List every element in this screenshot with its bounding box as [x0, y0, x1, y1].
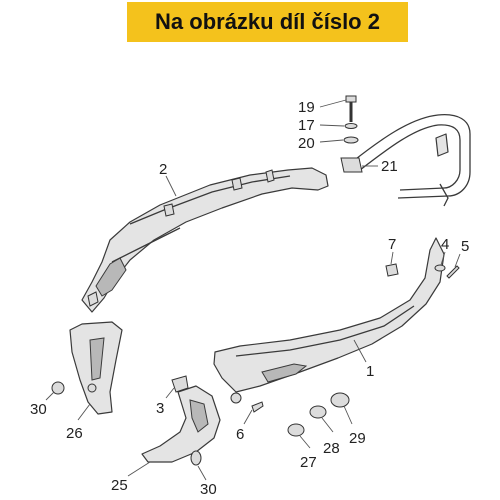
callout-5: 5: [461, 238, 469, 255]
screw-5: [446, 265, 460, 279]
callout-25: 25: [111, 477, 128, 494]
callout-4: 4: [441, 236, 449, 253]
clip-3: [171, 375, 189, 393]
part-26-bracket: [69, 321, 123, 415]
callout-3: 3: [156, 400, 164, 417]
rail-hardware: [340, 95, 363, 173]
callout-28: 28: [323, 440, 340, 457]
clip-nut: [340, 157, 363, 173]
bolt-head: [345, 95, 357, 103]
callout-2: 2: [159, 161, 167, 178]
callout-19: 19: [298, 99, 315, 116]
callout-21: 21: [381, 158, 398, 175]
callout-17: 17: [298, 117, 315, 134]
grab-rail: [351, 114, 471, 207]
callout-20: 20: [298, 135, 315, 152]
callout-26: 26: [66, 425, 83, 442]
callout-1: 1: [366, 363, 374, 380]
callout-29: 29: [349, 430, 366, 447]
screw-6: [251, 401, 264, 413]
title-text: Na obrázku díl číslo 2: [155, 9, 380, 34]
spacer: [343, 136, 359, 144]
rubber-29: [330, 392, 350, 408]
right-hardware: [385, 263, 460, 279]
part-1-side-panel: [213, 237, 445, 404]
nut-7: [385, 263, 399, 277]
part-2-side-panel: [81, 167, 329, 313]
rubber-28: [309, 405, 327, 419]
grommet-30b: [190, 450, 202, 466]
part-25-cover: [141, 385, 221, 463]
washer: [344, 123, 358, 129]
leader-lines: [45, 99, 461, 481]
callout-labels: 19 17 20 21 2 7 4 5 1 30 26 3 6 27 28 29…: [30, 99, 469, 498]
callout-7: 7: [388, 236, 396, 253]
callout-6: 6: [236, 426, 244, 443]
callout-30-bottom: 30: [200, 481, 217, 498]
rubber-27: [287, 423, 305, 437]
grommet-30: [51, 381, 65, 395]
title-banner: Na obrázku díl číslo 2: [127, 2, 408, 42]
washer-4: [434, 264, 446, 272]
callout-27: 27: [300, 454, 317, 471]
callout-30-left: 30: [30, 401, 47, 418]
